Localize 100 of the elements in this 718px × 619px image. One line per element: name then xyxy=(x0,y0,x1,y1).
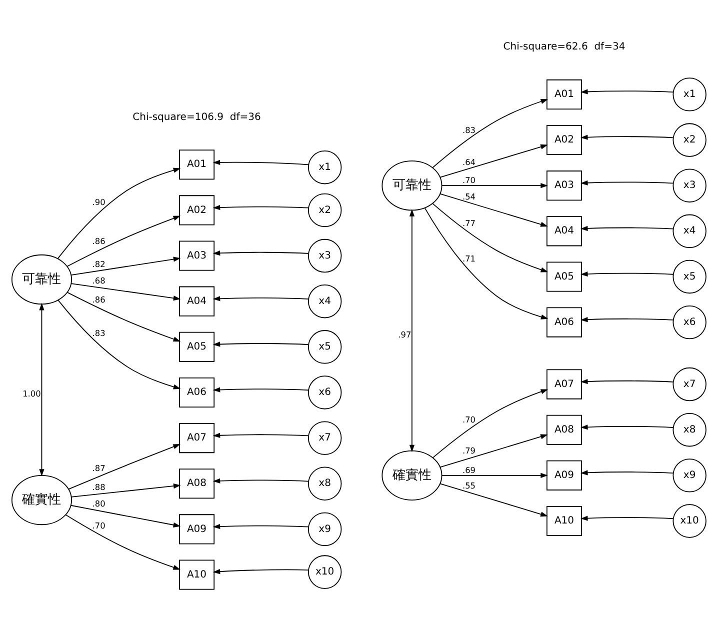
node-box: A02 xyxy=(179,194,215,225)
arrow xyxy=(212,341,309,346)
arrow xyxy=(580,316,674,322)
node-circle: x9 xyxy=(672,458,706,492)
node-box: A01 xyxy=(546,78,582,109)
arrow xyxy=(212,568,309,574)
edge-label: .83 xyxy=(462,124,476,134)
node-box: A04 xyxy=(546,216,582,246)
edge-label: .70 xyxy=(462,174,476,185)
node-circle: x9 xyxy=(308,512,342,546)
node-box: A05 xyxy=(546,261,582,292)
edge-label: .87 xyxy=(92,462,106,473)
arrow xyxy=(212,523,309,529)
node-box: A10 xyxy=(546,505,582,536)
arrow xyxy=(212,159,310,165)
arrow xyxy=(440,434,548,468)
node-circle: x10 xyxy=(672,504,706,538)
edge-label: .71 xyxy=(462,252,476,263)
arrow xyxy=(441,472,548,478)
arrow xyxy=(580,88,674,94)
arrow xyxy=(432,388,548,458)
node-ellipse: 確實性 xyxy=(11,474,72,525)
arrow xyxy=(71,482,181,497)
arrow xyxy=(212,296,309,301)
arrow xyxy=(580,470,674,475)
node-box: A09 xyxy=(546,460,582,490)
arrow xyxy=(432,202,548,272)
edge-label: .86 xyxy=(92,236,106,246)
node-circle: x5 xyxy=(308,330,342,364)
node-box: A05 xyxy=(179,331,215,362)
edge-label: .90 xyxy=(92,196,106,206)
arrow xyxy=(68,443,180,490)
node-box: A08 xyxy=(546,414,582,444)
node-circle: x3 xyxy=(672,168,706,202)
edge-label: .54 xyxy=(462,190,476,201)
node-circle: x8 xyxy=(308,466,342,500)
arrow xyxy=(409,208,415,452)
node-ellipse: 可靠性 xyxy=(382,160,442,210)
node-box: A06 xyxy=(546,306,582,337)
node-box: A07 xyxy=(546,368,582,399)
node-ellipse: 確實性 xyxy=(382,450,442,500)
edge-label: .68 xyxy=(92,274,106,285)
arrow xyxy=(440,144,548,178)
arrow xyxy=(212,386,309,392)
node-circle: x8 xyxy=(672,412,706,446)
node-circle: x7 xyxy=(308,420,342,454)
node-box: A07 xyxy=(179,422,215,453)
arrow xyxy=(58,299,181,389)
arrow xyxy=(212,478,309,483)
edge-label: 1.00 xyxy=(22,388,41,398)
node-circle: x3 xyxy=(308,238,342,272)
arrow xyxy=(440,482,548,516)
node-box: A10 xyxy=(179,559,215,590)
node-box: A01 xyxy=(179,149,215,180)
edge-label: .70 xyxy=(92,520,106,530)
node-circle: x7 xyxy=(672,366,706,401)
arrow xyxy=(580,424,674,430)
arrow xyxy=(65,514,180,570)
arrow xyxy=(440,192,548,226)
arrow xyxy=(441,182,548,188)
label: Chi-square=106.9 df=36 xyxy=(132,111,261,122)
arrow xyxy=(580,515,674,520)
arrow xyxy=(66,215,181,266)
arrow xyxy=(212,432,309,438)
edge-label: .55 xyxy=(462,480,476,490)
node-circle: x2 xyxy=(672,122,706,156)
arrow xyxy=(432,98,548,168)
node-circle: x6 xyxy=(308,375,342,409)
arrow xyxy=(70,282,181,300)
edge-label: .86 xyxy=(92,294,106,304)
arrow xyxy=(212,204,309,210)
node-ellipse: 可靠性 xyxy=(11,254,72,304)
node-box: A06 xyxy=(179,376,215,408)
node-box: A09 xyxy=(179,514,215,544)
arrow xyxy=(580,270,674,276)
node-circle: x2 xyxy=(308,192,342,227)
node-box: A03 xyxy=(179,240,215,270)
node-circle: x5 xyxy=(672,259,706,294)
node-circle: x4 xyxy=(308,284,342,318)
edge-label: .64 xyxy=(462,156,476,166)
edge-label: .79 xyxy=(462,445,476,456)
node-box: A03 xyxy=(546,170,582,200)
label: Chi-square=62.6 df=34 xyxy=(503,41,626,52)
arrow xyxy=(70,256,181,276)
arrow xyxy=(580,378,674,384)
arrow xyxy=(39,302,44,476)
edge-label: .83 xyxy=(92,328,106,338)
arrow xyxy=(212,250,309,256)
arrow xyxy=(580,134,674,140)
edge-label: .82 xyxy=(92,258,106,268)
arrow xyxy=(57,167,181,259)
edge-label: .69 xyxy=(462,464,476,474)
edge-label: .88 xyxy=(92,482,106,492)
node-circle: x10 xyxy=(308,554,342,588)
edge-label: .80 xyxy=(92,498,106,508)
node-box: A08 xyxy=(179,468,215,498)
node-circle: x6 xyxy=(672,304,706,339)
arrow xyxy=(580,180,674,185)
arrow xyxy=(70,504,181,527)
edge-label: .97 xyxy=(398,329,412,340)
